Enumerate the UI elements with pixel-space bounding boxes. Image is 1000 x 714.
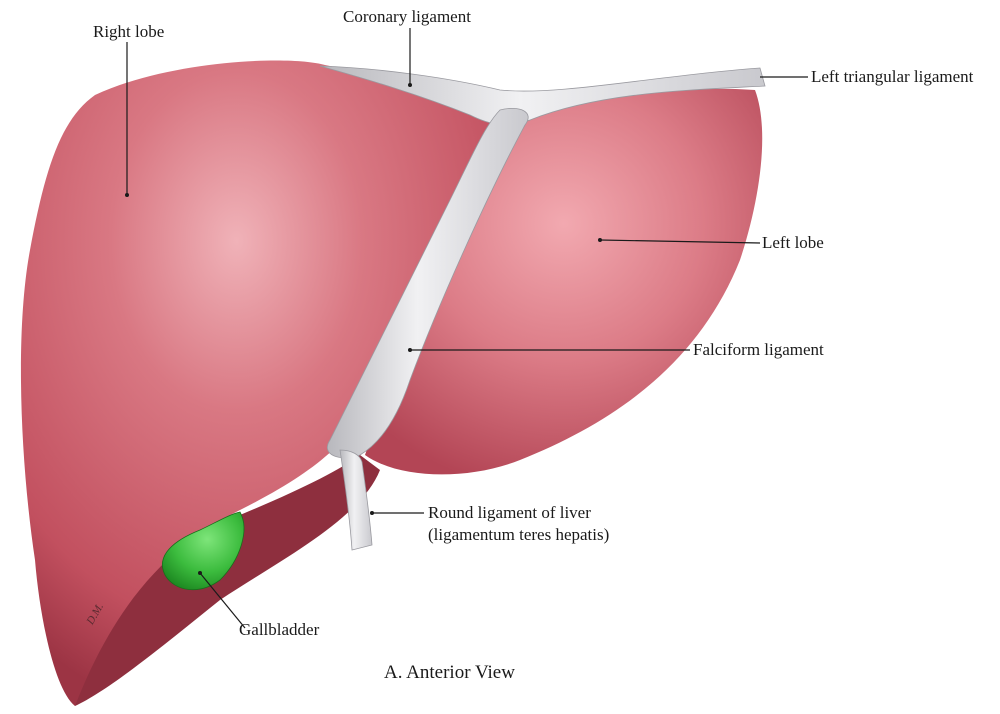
left-lobe-shape <box>365 88 763 475</box>
label-gallbladder: Gallbladder <box>239 620 320 639</box>
dot-gallbladder <box>198 571 202 575</box>
leader-lines <box>126 28 808 629</box>
label-left-lobe: Left lobe <box>762 233 824 252</box>
dot-left-lobe <box>598 238 602 242</box>
right-lobe-shape <box>20 60 501 707</box>
label-falciform-ligament: Falciform ligament <box>693 340 824 359</box>
dot-round-ligament <box>370 511 374 515</box>
right-lobe-underside <box>70 455 380 706</box>
label-coronary-ligament: Coronary ligament <box>343 7 471 26</box>
leader-gallbladder <box>199 572 246 629</box>
dot-falciform <box>408 348 412 352</box>
label-right-lobe: Right lobe <box>93 22 165 41</box>
label-round-ligament-line2: (ligamentum teres hepatis) <box>428 525 610 544</box>
label-round-ligament-line1: Round ligament of liver <box>428 503 591 522</box>
figure-caption: A. Anterior View <box>384 662 515 683</box>
coronary-ligament-shape <box>319 65 766 125</box>
leader-dots <box>125 83 602 575</box>
dot-coronary <box>408 83 412 87</box>
gallbladder-shape <box>162 511 245 591</box>
dot-right-lobe <box>125 193 129 197</box>
falciform-ligament-shape <box>327 108 529 459</box>
label-left-triangular-ligament: Left triangular ligament <box>811 67 974 86</box>
round-ligament-shape <box>339 449 373 551</box>
leader-left-lobe <box>599 239 761 244</box>
